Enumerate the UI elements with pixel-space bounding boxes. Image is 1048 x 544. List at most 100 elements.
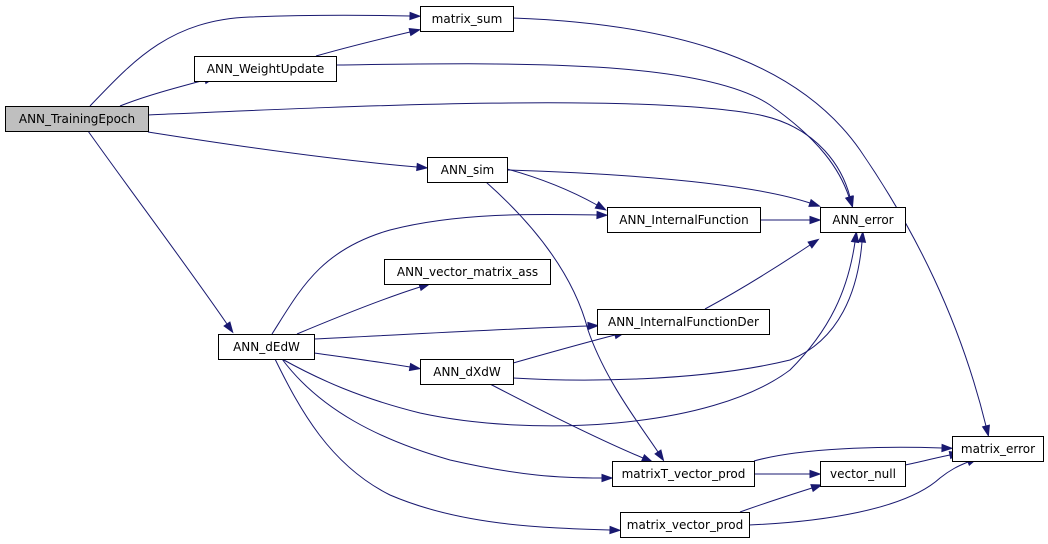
- node-box: [218, 334, 315, 360]
- edge-dedw-to-matrix_vector_prod: [274, 358, 622, 535]
- node-label: matrix_vector_prod: [627, 518, 743, 532]
- edge-line: [313, 325, 589, 340]
- edge-line: [753, 446, 943, 462]
- node-label: ANN_dEdW: [233, 340, 300, 354]
- edge-sim-to-internal_function: [506, 168, 608, 211]
- arrowhead: [594, 201, 608, 211]
- arrowhead: [844, 195, 853, 208]
- edge-line: [281, 241, 856, 427]
- node-internal-function[interactable]: ANN_InternalFunction: [607, 207, 761, 233]
- edge-line: [739, 487, 813, 513]
- node-matrix-vector-prod[interactable]: matrix_vector_prod: [620, 512, 750, 538]
- arrowhead: [587, 321, 600, 331]
- arrowhead: [609, 525, 622, 535]
- edge-line: [119, 79, 206, 107]
- edge-training_epoch-to-sim: [147, 131, 429, 172]
- arrowhead: [809, 469, 822, 479]
- node-box: [5, 106, 149, 132]
- node-error[interactable]: ANN_error: [820, 207, 906, 233]
- edge-line: [904, 454, 951, 466]
- nodes-layer: ANN_TrainingEpoch matrix_sumANN_WeightUpd…: [5, 6, 1044, 538]
- node-training-epoch[interactable]: ANN_TrainingEpoch: [5, 106, 149, 132]
- arrowhead: [596, 210, 609, 220]
- edge-line: [335, 63, 850, 198]
- edge-dxdw-to-matrixT_vector_prod: [489, 383, 654, 463]
- node-sim[interactable]: ANN_sim: [427, 157, 508, 183]
- node-vector-null[interactable]: vector_null: [820, 461, 906, 487]
- edge-dedw-to-internal_function_der: [313, 321, 600, 340]
- node-internal-function-der[interactable]: ANN_InternalFunctionDer: [597, 309, 770, 335]
- node-dxdw[interactable]: ANN_dXdW: [420, 359, 514, 385]
- edge-line: [512, 17, 987, 427]
- edge-dedw-to-vector_matrix_ass: [296, 283, 431, 335]
- node-matrix-sum[interactable]: matrix_sum: [420, 6, 514, 32]
- node-box: [620, 512, 750, 538]
- edge-line: [296, 286, 421, 335]
- edge-sim-to-error: [506, 169, 821, 207]
- edge-line: [315, 31, 411, 57]
- edge-line: [704, 244, 811, 310]
- arrowhead: [416, 162, 429, 172]
- node-label: matrixT_vector_prod: [622, 467, 746, 481]
- edge-line: [274, 358, 611, 531]
- edge-line: [748, 461, 969, 526]
- edge-line: [506, 169, 811, 204]
- node-box: [420, 359, 514, 385]
- edge-matrixT_vector_prod-to-matrix_error: [753, 443, 954, 462]
- edge-internal_function-to-error: [760, 215, 822, 225]
- edge-dxdw-to-internal_function_der: [512, 331, 627, 364]
- edge-internal_function_der-to-error: [704, 238, 820, 310]
- edge-matrix_sum-to-matrix_error: [512, 17, 990, 438]
- edge-line: [87, 130, 228, 325]
- arrowhead: [981, 424, 990, 438]
- node-box: [607, 207, 761, 233]
- node-label: ANN_InternalFunction: [619, 213, 748, 227]
- edge-training_epoch-to-matrix_sum: [89, 11, 422, 107]
- edge-line: [147, 131, 418, 168]
- edge-training_epoch-to-error: [147, 102, 854, 209]
- edge-dedw-to-matrixT_vector_prod: [281, 358, 614, 483]
- arrowhead: [850, 230, 860, 244]
- edge-line: [89, 14, 411, 107]
- edge-vector_null-to-matrix_error: [904, 451, 962, 466]
- node-box: [194, 56, 337, 82]
- edge-line: [281, 358, 603, 479]
- arrowhead: [601, 473, 614, 483]
- edge-dedw-to-error: [281, 230, 860, 427]
- node-dedw[interactable]: ANN_dEdW: [218, 334, 315, 360]
- edge-dedw-to-internal_function: [271, 210, 609, 335]
- node-weight-update[interactable]: ANN_WeightUpdate: [194, 56, 337, 82]
- node-label: matrix_error: [961, 442, 1035, 456]
- node-label: ANN_TrainingEpoch: [19, 112, 135, 126]
- arrowhead: [223, 321, 234, 334]
- arrowhead: [654, 449, 665, 462]
- edge-matrix_vector_prod-to-vector_null: [739, 484, 823, 513]
- node-box: [384, 259, 551, 285]
- edges-layer: [87, 11, 990, 535]
- node-label: vector_null: [830, 467, 896, 481]
- edge-dedw-to-dxdw: [313, 352, 422, 372]
- node-label: matrix_sum: [432, 12, 503, 26]
- edge-line: [147, 102, 851, 198]
- edge-weight_update-to-error: [335, 63, 853, 208]
- arrowhead: [810, 484, 823, 493]
- edge-line: [489, 383, 644, 459]
- arrowhead: [640, 453, 654, 463]
- node-box: [420, 6, 514, 32]
- node-matrix-error[interactable]: matrix_error: [952, 436, 1044, 462]
- node-vector-matrix-ass[interactable]: ANN_vector_matrix_ass: [384, 259, 551, 285]
- node-matrixT-vector-prod[interactable]: matrixT_vector_prod: [612, 461, 755, 487]
- node-label: ANN_error: [832, 213, 893, 227]
- node-box: [612, 461, 755, 487]
- edge-dxdw-to-error: [512, 230, 867, 381]
- arrowhead: [409, 11, 422, 21]
- edge-weight_update-to-matrix_sum: [315, 28, 422, 57]
- node-label: ANN_dXdW: [433, 365, 501, 379]
- edge-line: [271, 213, 598, 335]
- arrowhead: [807, 238, 820, 249]
- node-box: [427, 157, 508, 183]
- node-label: ANN_vector_matrix_ass: [397, 265, 538, 279]
- node-label: ANN_sim: [441, 163, 494, 177]
- edge-matrixT_vector_prod-to-vector_null: [754, 469, 822, 479]
